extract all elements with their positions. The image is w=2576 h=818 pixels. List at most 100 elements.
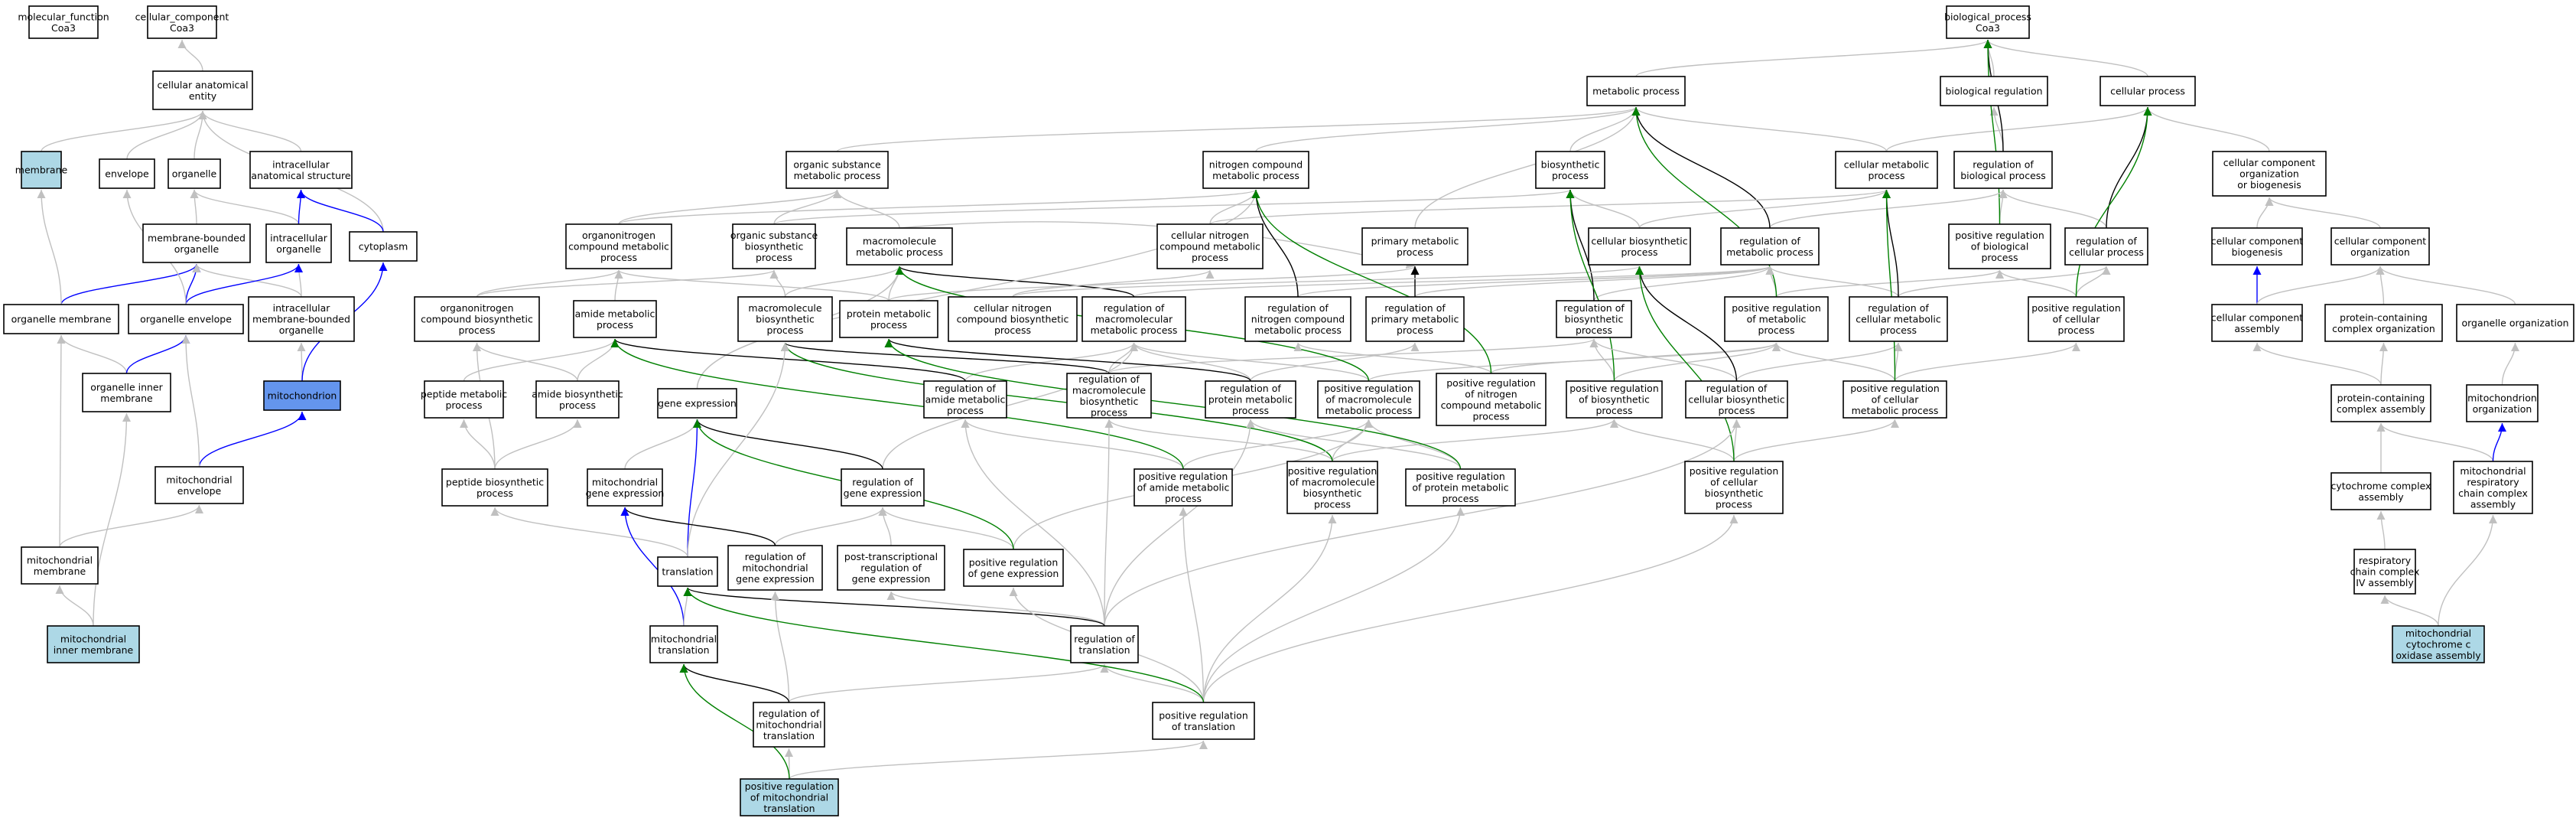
node-oe[interactable]: organelle envelope bbox=[128, 304, 244, 334]
edge-is-a-regcp-to-regbp bbox=[1999, 189, 2107, 229]
node-envelope[interactable]: envelope bbox=[99, 158, 155, 189]
node-box bbox=[1134, 468, 1233, 507]
node-mito[interactable]: mitochondrion bbox=[263, 380, 341, 411]
node-metab[interactable]: metabolic process bbox=[1586, 76, 1686, 106]
node-label-line: complex organization bbox=[2332, 323, 2435, 334]
edge-positively-regulates-prmp-to-metab bbox=[1631, 106, 1778, 298]
node-membrane[interactable]: membrane bbox=[15, 151, 68, 189]
node-geneexp[interactable]: gene expression bbox=[657, 388, 737, 419]
node-breg[interactable]: biological regulation bbox=[1940, 76, 2048, 106]
edge-is-a-mmem-to-om bbox=[57, 334, 66, 548]
edge-regulates-regcbp-to-cbp bbox=[1634, 266, 1738, 382]
edge-is-a-regcmp-to-regcp bbox=[1898, 266, 2111, 298]
node-cytoplasm[interactable]: cytoplasm bbox=[349, 231, 418, 262]
edge-is-a-orgorg-to-cco bbox=[2376, 266, 2516, 305]
node-box bbox=[1535, 151, 1605, 189]
node-label-line: translation bbox=[763, 730, 815, 741]
node-orgorg[interactable]: organelle organization bbox=[2456, 304, 2574, 342]
node-box bbox=[785, 151, 889, 189]
node-translation[interactable]: translation bbox=[657, 556, 718, 587]
node-cproc[interactable]: cellular process bbox=[2100, 76, 2196, 106]
node-regmbp[interactable]: regulation ofmacromoleculebiosyntheticpr… bbox=[1066, 373, 1152, 419]
node-om[interactable]: organelle membrane bbox=[3, 304, 119, 334]
edge-is-a-oncmp-to-ncmp bbox=[618, 189, 1260, 225]
node-label-line: primary metabolic bbox=[1371, 235, 1459, 246]
node-organelle[interactable]: organelle bbox=[168, 158, 221, 189]
